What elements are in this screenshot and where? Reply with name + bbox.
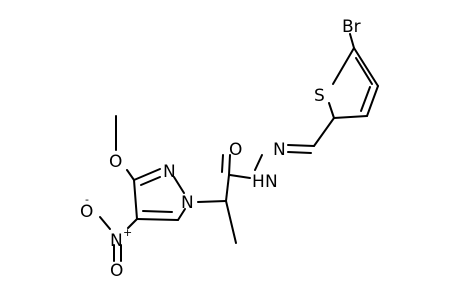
atom-n-hydrazide: N	[265, 172, 278, 192]
bond-c2-s	[328, 102, 335, 119]
bond-n-n	[254, 154, 263, 171]
bond-c3-c4	[133, 179, 138, 220]
atom-n-nitro: N	[110, 231, 123, 251]
atom-n-pyrazole-2: N	[163, 162, 176, 182]
bond-c-o-double	[221, 154, 224, 173]
charge-n-nitro: +	[123, 226, 132, 239]
bond-c3-o	[126, 169, 135, 181]
atom-o-methoxy: O	[109, 152, 122, 172]
atom-n-pyrazole-1: N	[181, 193, 194, 213]
bond-c5-br	[349, 33, 355, 49]
bond-c4-n	[127, 218, 138, 229]
bond-c-o	[228, 154, 231, 176]
bond-n2-c3	[133, 168, 161, 181]
bond-c4-c3-inner	[360, 86, 371, 112]
atom-h-hydrazide: H	[252, 172, 265, 192]
bond-c5-c4	[353, 47, 379, 87]
bond-s-c5	[332, 47, 355, 85]
atom-o-nitro-bottom: O	[110, 261, 123, 281]
bond-n2-c3-double	[140, 176, 161, 186]
atom-br: Br	[342, 17, 361, 37]
bond-ch-n-double	[287, 151, 312, 154]
bond-ch-n1	[197, 200, 227, 203]
bond-c5-c4-inner	[355, 57, 373, 85]
bond-n-o-top	[99, 216, 111, 230]
bond-c5-n1	[177, 208, 186, 221]
atom-o-nitro-top: O	[80, 202, 93, 222]
bond-c4-c3	[366, 85, 379, 117]
bond-c3-c2	[333, 115, 368, 119]
bond-c4-c5	[136, 218, 179, 221]
atom-n-imine: N	[273, 140, 286, 160]
bond-n1-n2	[173, 176, 185, 194]
bond-co-ch	[225, 174, 230, 202]
bond-nh-co	[229, 174, 251, 179]
bond-ch-ch3	[225, 200, 237, 244]
charge-o-nitro-top: -	[85, 193, 89, 206]
atom-s: S	[314, 86, 325, 106]
bond-ch-n	[287, 144, 315, 147]
atom-o-carbonyl: O	[229, 140, 242, 160]
bond-c2-ch	[313, 117, 335, 147]
bond-c4-c5-double	[142, 210, 173, 213]
